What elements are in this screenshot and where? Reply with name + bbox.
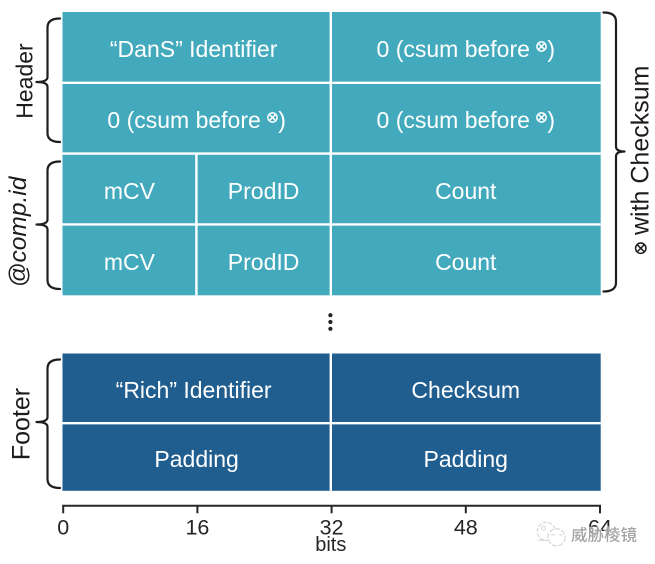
svg-text:0: 0 [57,516,69,540]
svg-text:bits: bits [315,534,346,556]
svg-text:32: 32 [320,516,344,540]
svg-text:16: 16 [185,516,209,540]
svg-text:48: 48 [454,516,478,540]
